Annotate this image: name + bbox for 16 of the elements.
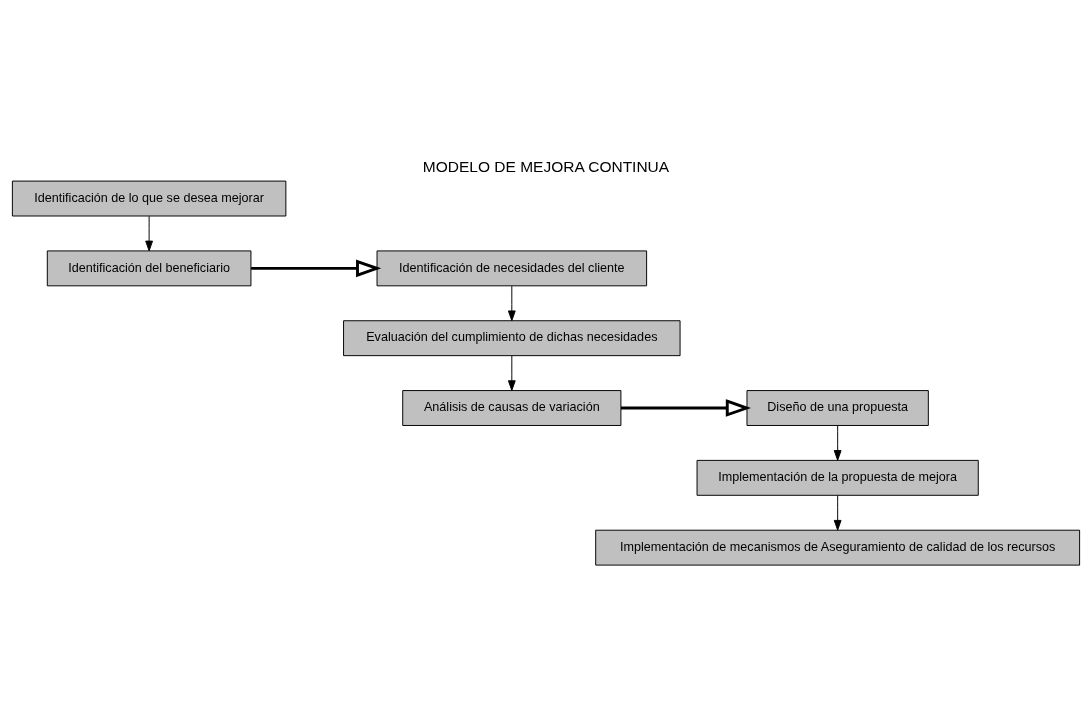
diagram-title: MODELO DE MEJORA CONTINUA — [422, 158, 670, 176]
arrow — [833, 425, 842, 461]
node-box: Implementación de la propuesta de mejora — [696, 459, 979, 496]
node-box: Diseño de una propuesta — [746, 390, 929, 426]
node-box: Implementación de mecanismos de Aseguramiento de calidad de los recursos — [595, 529, 1081, 566]
arrow — [507, 285, 516, 322]
node-box: Evaluación del cumplimiento de dichas necesidades — [343, 320, 681, 357]
arrow — [620, 399, 752, 417]
node-box: Identificación del beneficiario — [46, 250, 252, 287]
arrow — [251, 259, 382, 278]
arrow — [145, 215, 153, 252]
arrow — [833, 495, 842, 531]
node-box: Análisis de causas de variación — [402, 390, 622, 426]
arrow — [507, 355, 516, 391]
node-box: Identificación de lo que se desea mejorar — [11, 180, 287, 217]
node-box: Identificación de necesidades del cliente — [376, 250, 648, 287]
